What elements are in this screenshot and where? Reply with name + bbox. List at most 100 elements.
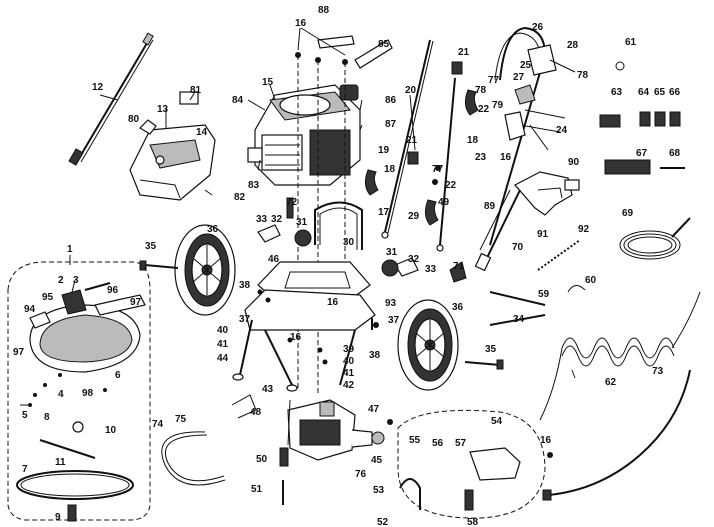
callout-label: 69	[622, 208, 634, 219]
callout-label: 10	[105, 425, 117, 436]
high-pressure-hose-part	[547, 369, 691, 496]
callout-label: 18	[384, 164, 396, 175]
callout-label: 16	[500, 152, 512, 163]
callout-label: 34	[513, 314, 525, 325]
callout-label: 94	[24, 304, 36, 315]
callout-label: 42	[343, 380, 355, 391]
callout-label: 64	[638, 87, 650, 98]
callout-label: 36	[452, 302, 464, 313]
callout-label: 9	[55, 512, 61, 523]
pump-part	[279, 399, 385, 467]
callout-label: 68	[669, 148, 681, 159]
callout-label: 31	[296, 217, 308, 228]
callout-label: 77	[488, 75, 500, 86]
callout-label: 17	[378, 207, 390, 218]
callout-label: 16	[327, 297, 339, 308]
warning-label-part	[354, 39, 393, 69]
callout-label: 11	[55, 457, 66, 468]
callout-label: 26	[532, 22, 544, 33]
callout-label: 15	[262, 77, 274, 88]
callout-label: 62	[605, 377, 617, 388]
spiral-hose-part	[539, 291, 701, 421]
callout-label: 22	[478, 104, 490, 115]
callout-label: 88	[318, 5, 330, 16]
callout-label: 33	[256, 214, 268, 225]
callout-label: 1	[67, 244, 73, 255]
decal-part	[317, 35, 355, 49]
left-wheel-part	[174, 224, 236, 316]
callout-label: 89	[484, 201, 496, 212]
callout-label: 41	[217, 339, 229, 350]
callout-label: 54	[491, 416, 503, 427]
frame-part	[232, 201, 376, 392]
callout-label: 5	[22, 410, 28, 421]
callout-label: 52	[377, 517, 389, 527]
surface-cleaner-part	[16, 282, 141, 522]
callout-label: 21	[458, 47, 470, 58]
callout-label: 16	[540, 435, 552, 446]
callout-label: 84	[232, 95, 244, 106]
callout-label: 96	[107, 285, 119, 296]
callout-label: 16	[295, 18, 307, 29]
callout-label: 48	[250, 407, 262, 418]
callout-label: 2	[58, 275, 64, 286]
callout-label: 38	[239, 280, 251, 291]
callout-label: 97	[130, 297, 142, 308]
callout-label: 63	[611, 87, 623, 98]
callout-label: 75	[175, 414, 187, 425]
callout-label: 31	[386, 247, 398, 258]
coiled-hose-part	[619, 217, 691, 260]
nozzle-kit-part	[599, 61, 685, 175]
callout-label: 7	[22, 464, 28, 475]
callout-label: 20	[405, 85, 417, 96]
callout-label: 14	[196, 127, 208, 138]
callout-label: 55	[409, 435, 421, 446]
callout-label: 61	[625, 37, 637, 48]
callout-label: 49	[438, 197, 450, 208]
spray-wand-part	[68, 32, 154, 166]
callout-label: 29	[408, 211, 420, 222]
callout-label: 40	[343, 356, 355, 367]
callout-label: 67	[636, 148, 648, 159]
callout-label: 73	[652, 366, 664, 377]
callout-label: 4	[58, 389, 64, 400]
callout-label: 72	[286, 197, 298, 208]
callout-label: 70	[512, 242, 524, 253]
callout-label: 66	[669, 87, 681, 98]
callout-label: 33	[425, 264, 437, 275]
callout-label: 27	[513, 72, 525, 83]
right-wheel-part	[397, 299, 459, 391]
callout-label: 79	[492, 100, 504, 111]
callout-label: 50	[256, 454, 268, 465]
callout-label: 53	[373, 485, 385, 496]
callout-label: 93	[385, 298, 397, 309]
callout-label: 91	[537, 229, 549, 240]
callout-label: 36	[207, 224, 219, 235]
short-hose-part	[161, 431, 226, 486]
callout-label: 90	[568, 157, 580, 168]
callout-label: 18	[467, 135, 479, 146]
callout-label: 19	[378, 145, 390, 156]
callout-label: 12	[92, 82, 104, 93]
callout-label: 37	[388, 315, 400, 326]
callout-label: 97	[13, 347, 25, 358]
callout-label: 45	[371, 455, 383, 466]
callout-label: 95	[42, 292, 54, 303]
callout-label: 28	[567, 40, 579, 51]
callout-label: 24	[556, 125, 568, 136]
callout-label: 39	[343, 344, 355, 355]
tool-tray-part	[129, 91, 216, 201]
callout-label: 16	[290, 332, 302, 343]
callout-label: 35	[485, 344, 497, 355]
callout-label: 83	[248, 180, 260, 191]
callout-label: 78	[577, 70, 589, 81]
hardware-dots	[28, 52, 553, 458]
callout-label: 78	[475, 85, 487, 96]
callout-label: 13	[157, 104, 169, 115]
callout-label: 44	[217, 353, 229, 364]
callout-label: 57	[455, 438, 467, 449]
callout-label: 23	[475, 152, 487, 163]
callout-label: 71	[453, 261, 465, 272]
